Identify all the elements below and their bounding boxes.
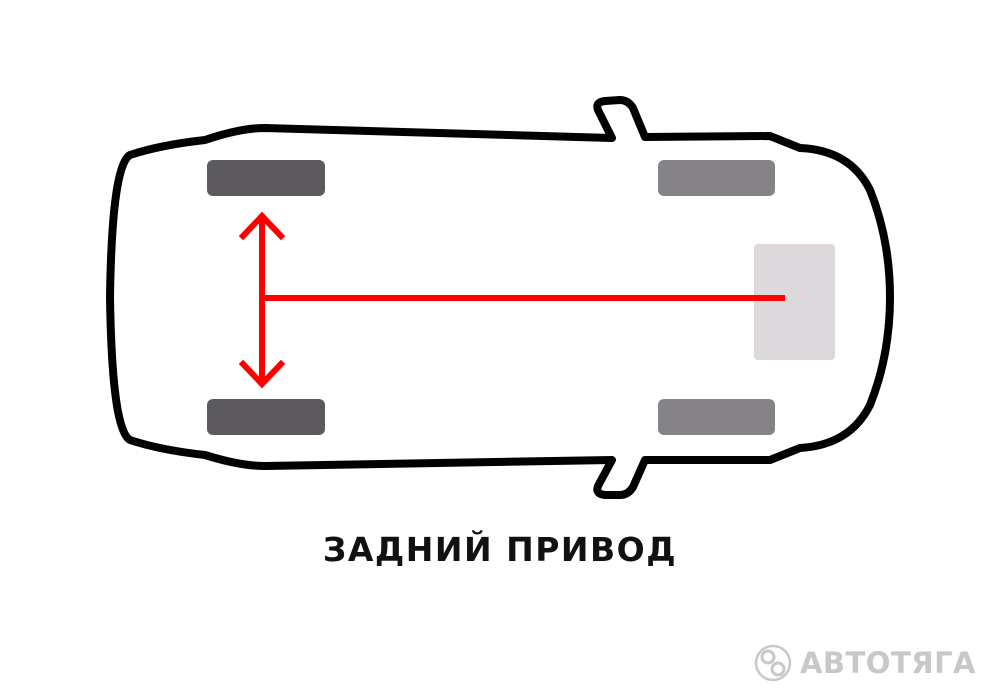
driveline [238, 211, 785, 389]
arrowhead-up-icon [238, 211, 286, 241]
engine-block [754, 244, 835, 360]
rear-right-wheel [207, 399, 325, 435]
front-left-wheel [658, 160, 775, 196]
logo-text: АВТОТЯГА [799, 646, 976, 680]
front-right-wheel [658, 399, 775, 435]
brand-logo: АВТОТЯГА [754, 644, 976, 682]
gears-icon [754, 644, 792, 682]
rear-left-wheel [207, 160, 325, 196]
drive-type-caption: ЗАДНИЙ ПРИВОД [322, 530, 678, 569]
arrowhead-down-icon [238, 359, 286, 389]
